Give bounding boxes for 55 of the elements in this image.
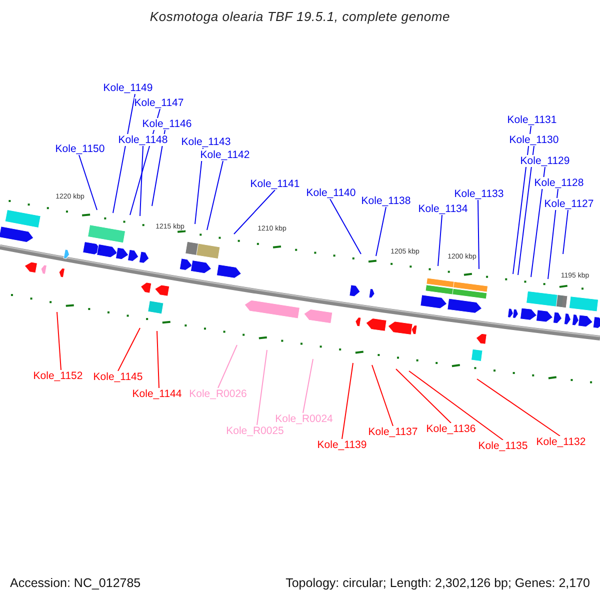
gene-label: Kole_1139: [317, 439, 367, 451]
gene-label: Kole_1135: [478, 440, 528, 452]
gene-label: Kole_R0024: [275, 413, 333, 425]
gene-label: Kole_1134: [418, 203, 468, 215]
gene-label: Kole_1140: [306, 187, 356, 199]
leader-line: [156, 330, 160, 388]
leader-line: [476, 378, 560, 436]
leader-line: [218, 344, 238, 388]
leader-line: [342, 362, 354, 440]
gene-label: Kole_1133: [454, 188, 504, 200]
leader-line: [56, 312, 62, 370]
gene-label: Kole_1144: [132, 388, 182, 400]
leader-line: [478, 200, 480, 270]
gene-label: Kole_1149: [103, 82, 153, 94]
leader-line: [256, 350, 268, 426]
leader-line: [408, 370, 504, 440]
gene-label: Kole_1136: [426, 423, 476, 435]
leader-line: [396, 368, 452, 424]
gene-label: Kole_1148: [118, 134, 168, 146]
leader-line: [140, 146, 144, 216]
gene-label: Kole_R0025: [226, 425, 284, 437]
gene-label: Kole_1143: [181, 136, 231, 148]
leader-line: [302, 358, 314, 414]
gene-label: Kole_1138: [361, 195, 411, 207]
leader-line: [372, 364, 394, 426]
leader-line: [438, 214, 442, 266]
gene-label: Kole_1137: [368, 426, 418, 438]
leader-line: [530, 166, 546, 278]
leader-line: [206, 160, 224, 230]
gene-label: Kole_1129: [520, 155, 570, 167]
genome-summary: Topology: circular; Length: 2,302,126 bp; Genes: 2,170: [286, 576, 590, 590]
title: Kosmotoga olearia TBF 19.5.1, complete genome: [150, 9, 450, 24]
gene-label: Kole_1132: [536, 436, 586, 448]
gene-label: Kole_1142: [200, 149, 250, 161]
gene-label: Kole_1128: [534, 177, 584, 189]
gene-label: Kole_1147: [134, 97, 184, 109]
leader-line: [330, 198, 362, 254]
gene-label: Kole_1130: [509, 134, 559, 146]
leader-line: [548, 188, 558, 280]
gene-label: Kole_1146: [142, 118, 192, 130]
leader-line: [78, 154, 98, 210]
leader-line: [234, 190, 276, 234]
leader-line: [518, 146, 534, 276]
gene-label: Kole_1131: [507, 114, 557, 126]
gene-label: Kole_1150: [55, 143, 105, 155]
gene-label: Kole_1141: [250, 178, 300, 190]
gene-label: Kole_1152: [33, 370, 83, 382]
accession-label: Accession: NC_012785: [10, 576, 141, 590]
gene-label: Kole_R0026: [189, 388, 247, 400]
gene-label: Kole_1127: [544, 198, 594, 210]
leader-line: [118, 328, 140, 372]
gene-label: Kole_1145: [93, 371, 143, 383]
leader-line: [562, 210, 568, 254]
leader-line: [112, 94, 136, 214]
leader-line: [376, 206, 386, 256]
